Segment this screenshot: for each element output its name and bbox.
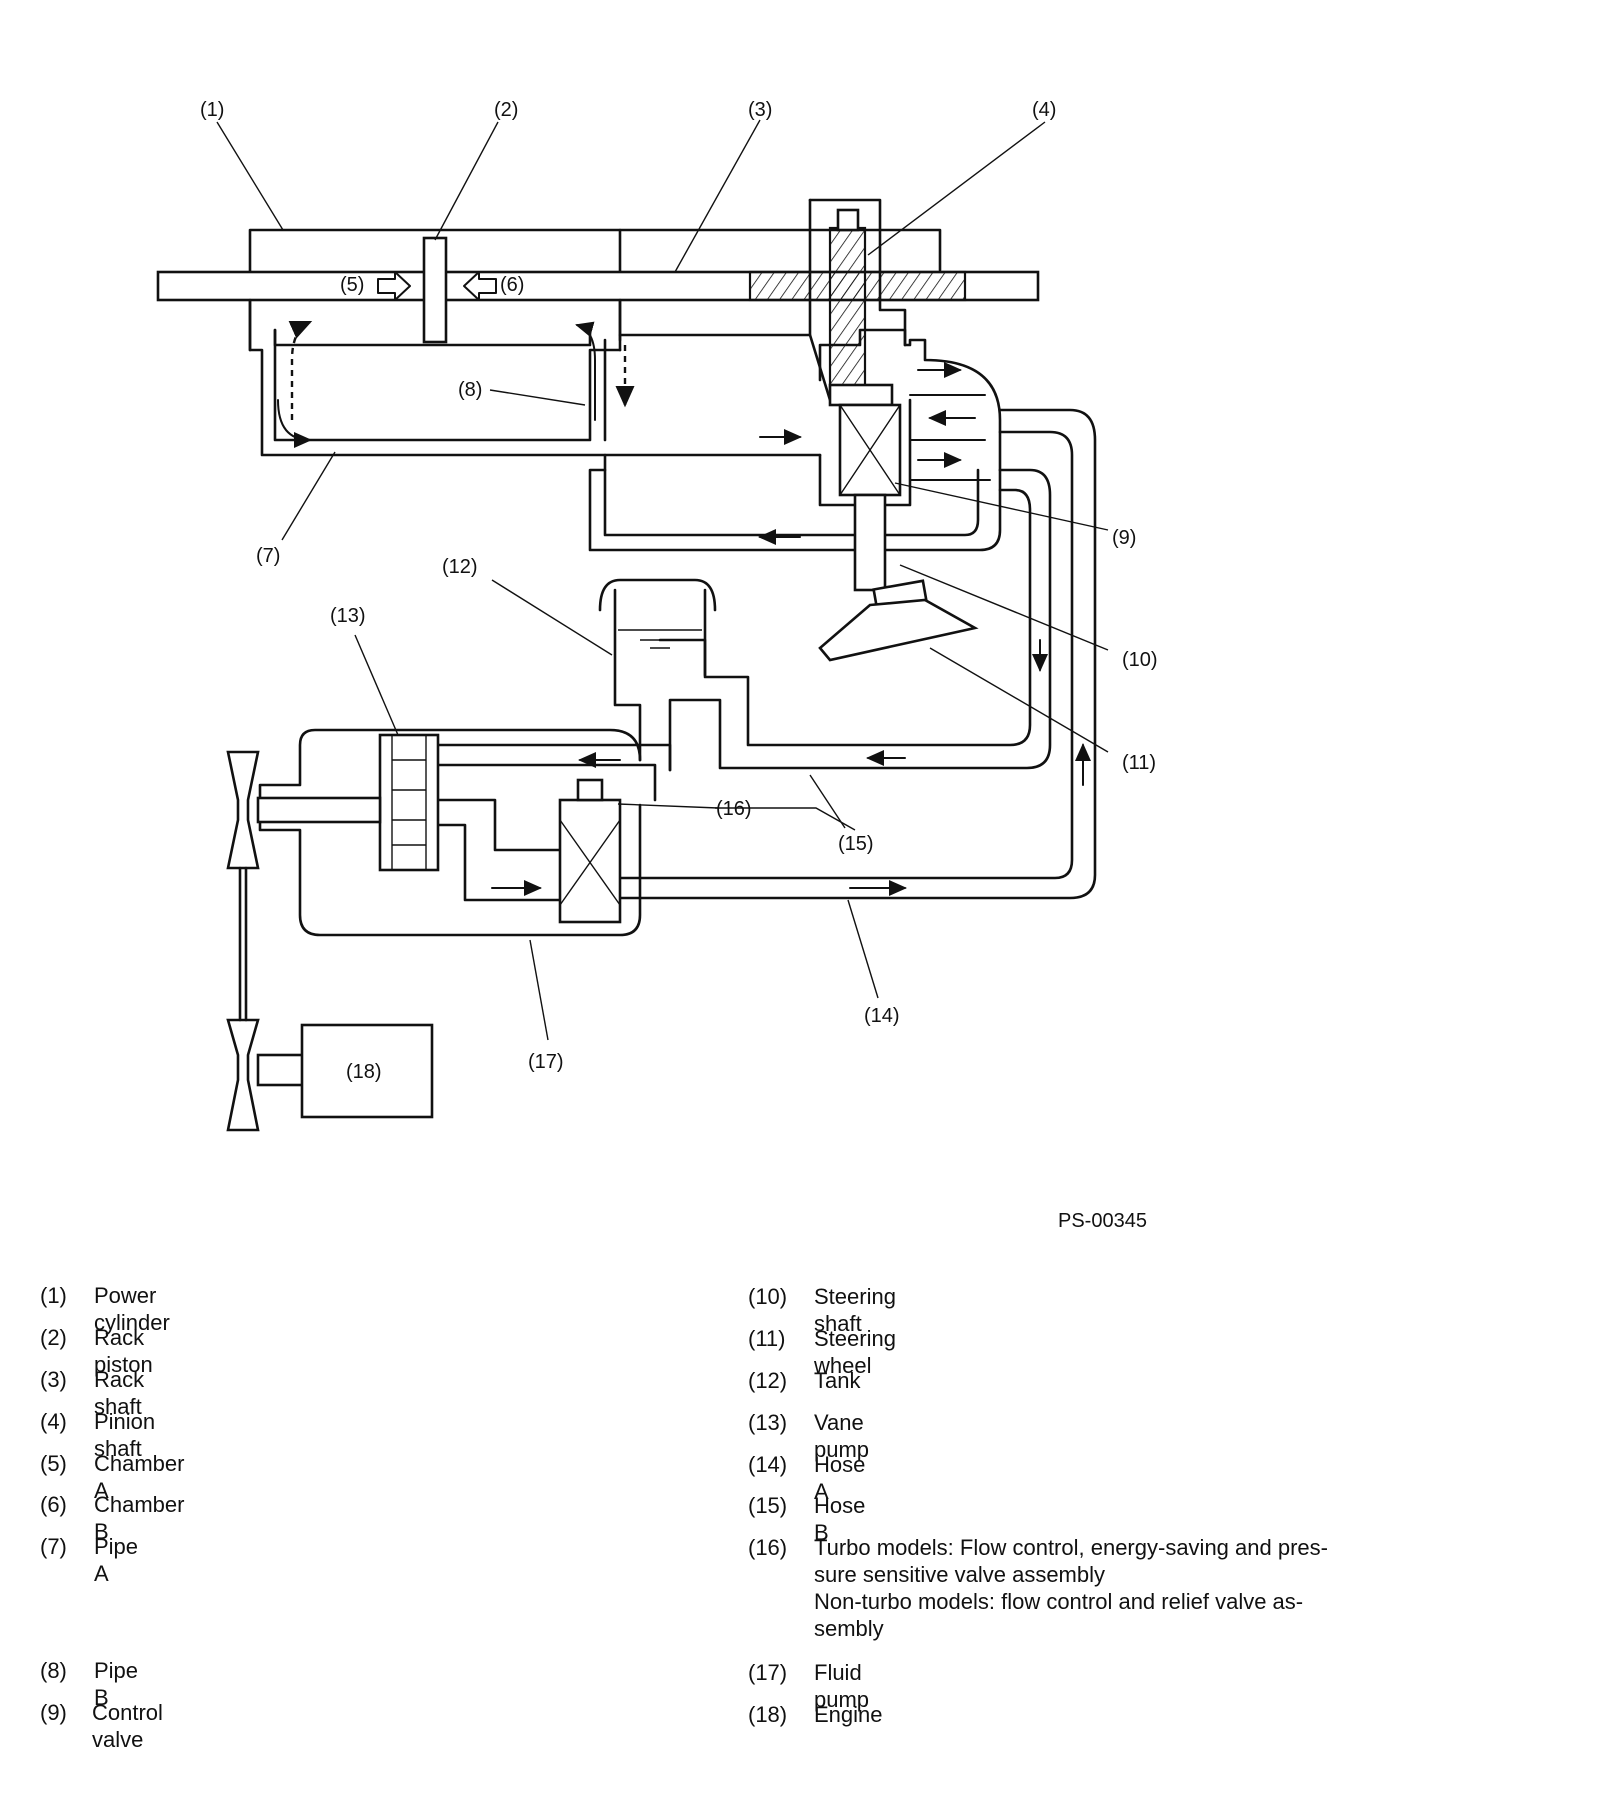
fluid-pump: [258, 728, 672, 937]
callout-2: (2): [494, 99, 518, 121]
steering-wheel: [818, 598, 979, 662]
power-steering-diagram: (1) (2) (3) (4) (5) (6) (7) (8) (9) (10)…: [156, 99, 1158, 1232]
steering-shaft: [853, 493, 928, 611]
callout-12: (12): [442, 556, 478, 578]
callout-16: (16): [716, 798, 752, 820]
callout-8: (8): [458, 379, 482, 401]
rack-piston: [422, 236, 448, 344]
callout-13: (13): [330, 605, 366, 627]
tank: [598, 578, 717, 762]
engine: [300, 1023, 434, 1119]
pulley-belt: [226, 750, 305, 1132]
vane-pump: [256, 733, 440, 872]
callout-11: (11): [1122, 752, 1156, 774]
callout-9: (9): [1112, 527, 1136, 549]
callout-10: (10): [1122, 649, 1158, 671]
callout-3: (3): [748, 99, 772, 121]
callouts: (1) (2) (3) (4) (5) (6) (7) (8) (9) (10)…: [200, 99, 1158, 1232]
hose-b: [658, 468, 1052, 772]
chamber-a-arrow: [377, 271, 411, 301]
rack-shaft: [156, 270, 1040, 302]
control-valve: [828, 383, 902, 497]
callout-18: (18): [346, 1061, 382, 1083]
figure-code: PS-00345: [1058, 1210, 1147, 1232]
chamber-b-arrow: [463, 271, 497, 301]
leader-lines: [216, 119, 1109, 1041]
callout-17: (17): [528, 1051, 564, 1073]
hose-a: [618, 408, 1097, 900]
pipe-b: [588, 333, 1002, 552]
callout-14: (14): [864, 1005, 900, 1027]
pipe-a: [248, 298, 822, 457]
callout-5: (5): [340, 274, 364, 296]
callout-7: (7): [256, 545, 280, 567]
callout-15: (15): [838, 833, 874, 855]
callout-4: (4): [1032, 99, 1056, 121]
pinion-shaft: [828, 226, 867, 390]
callout-1: (1): [200, 99, 224, 121]
callout-6: (6): [500, 274, 524, 296]
flow-control-valve: [558, 778, 622, 924]
